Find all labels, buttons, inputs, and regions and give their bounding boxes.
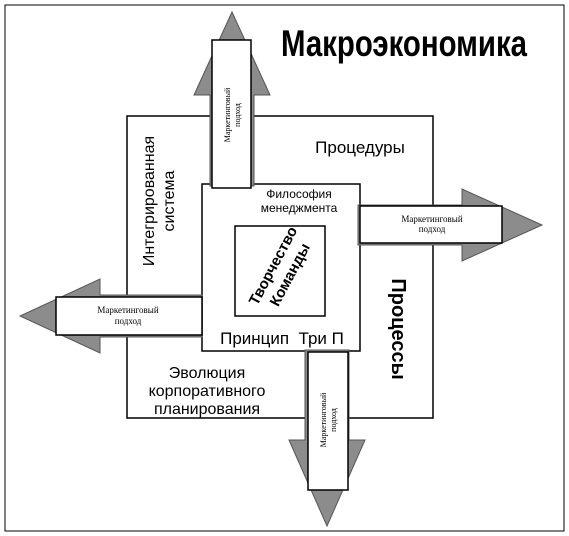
inner-top-label-line-1: Философия — [266, 187, 332, 201]
inner-bottom-label: Принцип Три П — [220, 329, 344, 348]
diagram-frame — [4, 4, 565, 532]
outer-bottom-label-line-1: Эволюция — [169, 365, 245, 382]
arrow-left-label-line-2: подход — [115, 316, 142, 326]
outer-top-label: Процедуры — [315, 138, 405, 157]
outer-left-label: Интегрированная система — [141, 136, 178, 266]
arrow-down: Маркетинговый подход — [288, 349, 366, 528]
outer-bottom-label-line-3: планирования — [154, 401, 260, 418]
outer-right-label: Процессы — [387, 278, 409, 379]
outer-bottom-label: Эволюция корпоративного планирования — [149, 365, 266, 418]
outer-left-label-line-2: система — [161, 170, 178, 231]
inner-top-label-line-2: менеджмента — [261, 201, 338, 215]
arrow-right-label-line-2: подход — [419, 224, 446, 234]
arrow-up: Маркетинговый подход — [193, 10, 271, 189]
arrow-up-label-box — [211, 39, 252, 189]
arrow-right-label-line-1: Маркетинговый — [401, 214, 462, 224]
outer-right-label-text: Процессы — [387, 278, 409, 379]
arrow-up-label-line-2: подход — [233, 103, 242, 127]
outer-square — [126, 115, 434, 419]
arrow-down-label-box — [307, 351, 349, 491]
arrow-up-label-line-1: Маркетинговый — [223, 87, 232, 142]
arrow-down-label-line-2: подход — [329, 408, 338, 432]
center-square — [234, 225, 326, 317]
diagram-title: Макроэкономика — [281, 23, 527, 64]
arrow-left-label-line-1: Маркетинговый — [97, 305, 158, 315]
outer-bottom-label-line-2: корпоративного — [149, 383, 266, 400]
outer-left-label-line-1: Интегрированная — [141, 136, 158, 266]
arrow-left-label-box — [55, 296, 203, 336]
arrow-right-label-box — [359, 205, 503, 244]
arrow-right: Маркетинговый подход — [357, 188, 544, 262]
arrow-down-label-line-1: Маркетинговый — [319, 392, 328, 447]
arrow-left: Маркетинговый подход — [18, 278, 203, 354]
